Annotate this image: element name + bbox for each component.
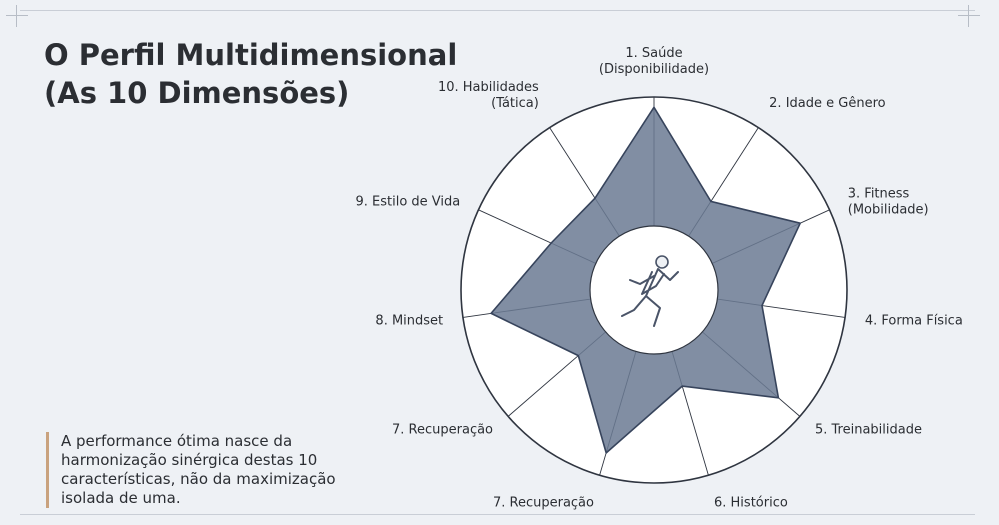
axis-label: 6. Histórico	[714, 495, 788, 510]
axis-label-line: 1. Saúde	[625, 46, 682, 61]
axis-label: 3. Fitness(Mobilidade)	[848, 187, 929, 218]
axis-label-line: (Mobilidade)	[848, 203, 929, 218]
caption-text: A performance ótima nasce da harmonizaçã…	[46, 432, 361, 508]
corner-crop-mark-left	[6, 5, 28, 27]
caption-line-1: A performance ótima nasce da	[61, 432, 293, 450]
page-title-line-1: O Perfil Multidimensional	[44, 38, 458, 72]
axis-label-line: 9. Estilo de Vida	[355, 195, 460, 210]
axis-label: 1. Saúde(Disponibilidade)	[599, 46, 709, 77]
axis-label: 7. Recuperação	[493, 495, 594, 510]
axis-label: 7. Recuperação	[392, 422, 493, 437]
center-hub	[589, 225, 719, 355]
axis-label: 10. Habilidades(Tática)	[438, 80, 539, 111]
axis-label-line: 6. Histórico	[714, 495, 788, 510]
axis-label: 2. Idade e Gênero	[769, 96, 885, 111]
axis-label-line: 7. Recuperação	[493, 495, 594, 510]
axis-label-line: (Disponibilidade)	[599, 62, 709, 77]
axis-label-line: (Tática)	[491, 96, 539, 111]
axis-label-line: 7. Recuperação	[392, 422, 493, 437]
axis-label-line: 3. Fitness	[848, 187, 910, 202]
caption-line-2: harmonização sinérgica destas 10	[61, 451, 318, 469]
bottom-frame-line	[20, 514, 975, 515]
top-frame-line	[20, 10, 975, 11]
axis-label: 8. Mindset	[375, 313, 443, 328]
page-title: O Perfil Multidimensional (As 10 Dimensõ…	[44, 36, 464, 112]
axis-label: 5. Treinabilidade	[815, 422, 922, 437]
sprinter-figure-icon	[621, 255, 679, 327]
caption-line-3: características, não da maximização	[61, 470, 336, 488]
axis-label-line: 10. Habilidades	[438, 80, 539, 95]
corner-crop-mark-right	[958, 5, 980, 27]
axis-label-line: 8. Mindset	[375, 313, 443, 328]
page-title-line-2: (As 10 Dimensões)	[44, 76, 350, 110]
axis-label-line: 5. Treinabilidade	[815, 422, 922, 437]
axis-label: 9. Estilo de Vida	[355, 195, 460, 210]
axis-label-line: 4. Forma Física	[865, 313, 963, 328]
axis-labels: 1. Saúde(Disponibilidade) 2. Idade e Gêne…	[355, 46, 962, 510]
axis-label: 4. Forma Física	[865, 313, 963, 328]
caption-line-4: isolada de uma.	[61, 489, 181, 507]
axis-label-line: 2. Idade e Gênero	[769, 96, 885, 111]
